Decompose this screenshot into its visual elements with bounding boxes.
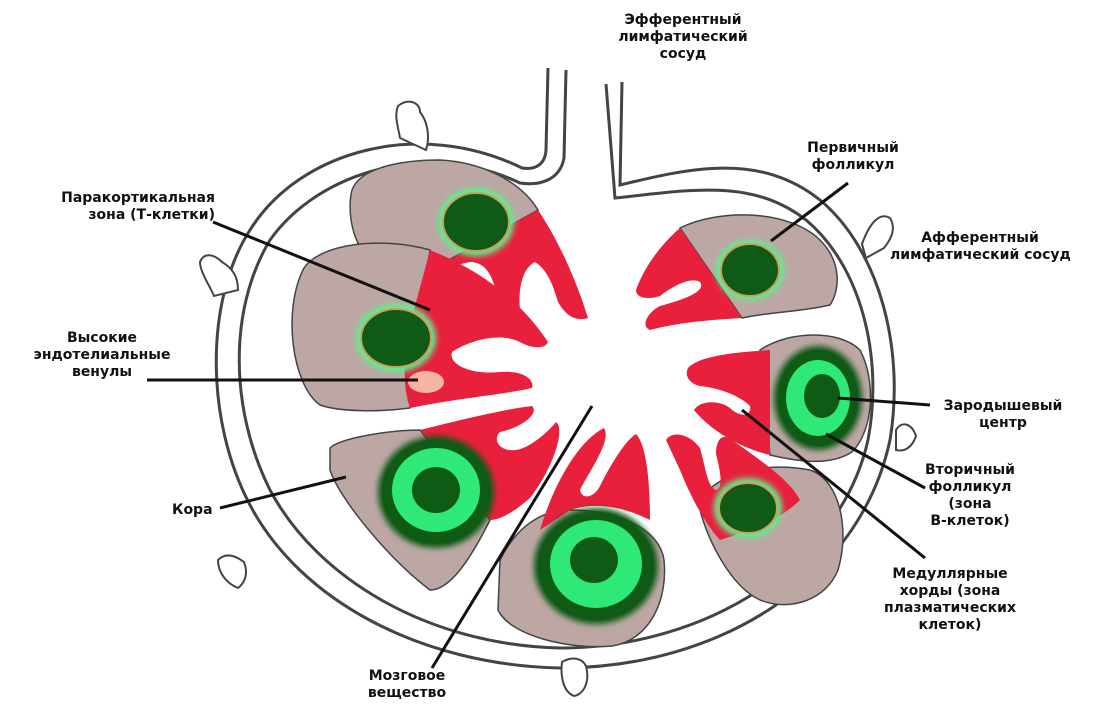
label-line: фолликул xyxy=(798,157,908,174)
label-line: Первичный xyxy=(798,140,908,157)
label-line: Мозговое xyxy=(352,668,462,685)
label-line: лимфатический xyxy=(598,29,768,46)
label-line: эндотелиальные xyxy=(32,347,172,364)
label-line: (зона xyxy=(910,496,1030,513)
high-endothelial-venule xyxy=(408,371,444,393)
label-line: Эфферентный xyxy=(598,12,768,29)
label-line: сосуд xyxy=(598,46,768,63)
label-line: фолликул xyxy=(910,479,1030,496)
lobe-upper-right xyxy=(636,215,837,330)
label-efferent-lymphatic-vessel: Эфферентный лимфатический сосуд xyxy=(598,12,768,63)
label-line: Афферентный xyxy=(890,230,1070,247)
label-germinal-center: Зародышевый центр xyxy=(928,398,1078,432)
label-medulla: Мозговое вещество xyxy=(352,668,462,702)
label-medullary-cords: Медуллярные хорды (зона плазматических к… xyxy=(870,566,1030,634)
label-line: Вторичный xyxy=(910,462,1030,479)
label-line: Кора xyxy=(172,502,232,519)
label-line: центр xyxy=(928,415,1078,432)
label-line: Медуллярные xyxy=(870,566,1030,583)
label-line: вещество xyxy=(352,685,462,702)
label-line: клеток) xyxy=(870,617,1030,634)
label-line: Паракортикальная xyxy=(40,190,215,207)
label-afferent-lymphatic-vessel: Афферентный лимфатический сосуд xyxy=(890,230,1070,264)
label-line: венулы xyxy=(32,364,172,381)
label-line: лимфатический сосуд xyxy=(890,247,1070,264)
label-line: зона (Т-клетки) xyxy=(40,207,215,224)
label-primary-follicle: Первичный фолликул xyxy=(798,140,908,174)
label-line: плазматических xyxy=(870,600,1030,617)
label-secondary-follicle: Вторичный фолликул (зона В-клеток) xyxy=(910,462,1030,530)
label-line: хорды (зона xyxy=(870,583,1030,600)
label-cortex: Кора xyxy=(172,502,232,519)
label-line: Зародышевый xyxy=(928,398,1078,415)
label-paracortical-zone: Паракортикальная зона (Т-клетки) xyxy=(40,190,215,224)
label-line: В-клеток) xyxy=(910,513,1030,530)
label-line: Высокие xyxy=(32,330,172,347)
label-high-endothelial-venules: Высокие эндотелиальные венулы xyxy=(32,330,172,381)
